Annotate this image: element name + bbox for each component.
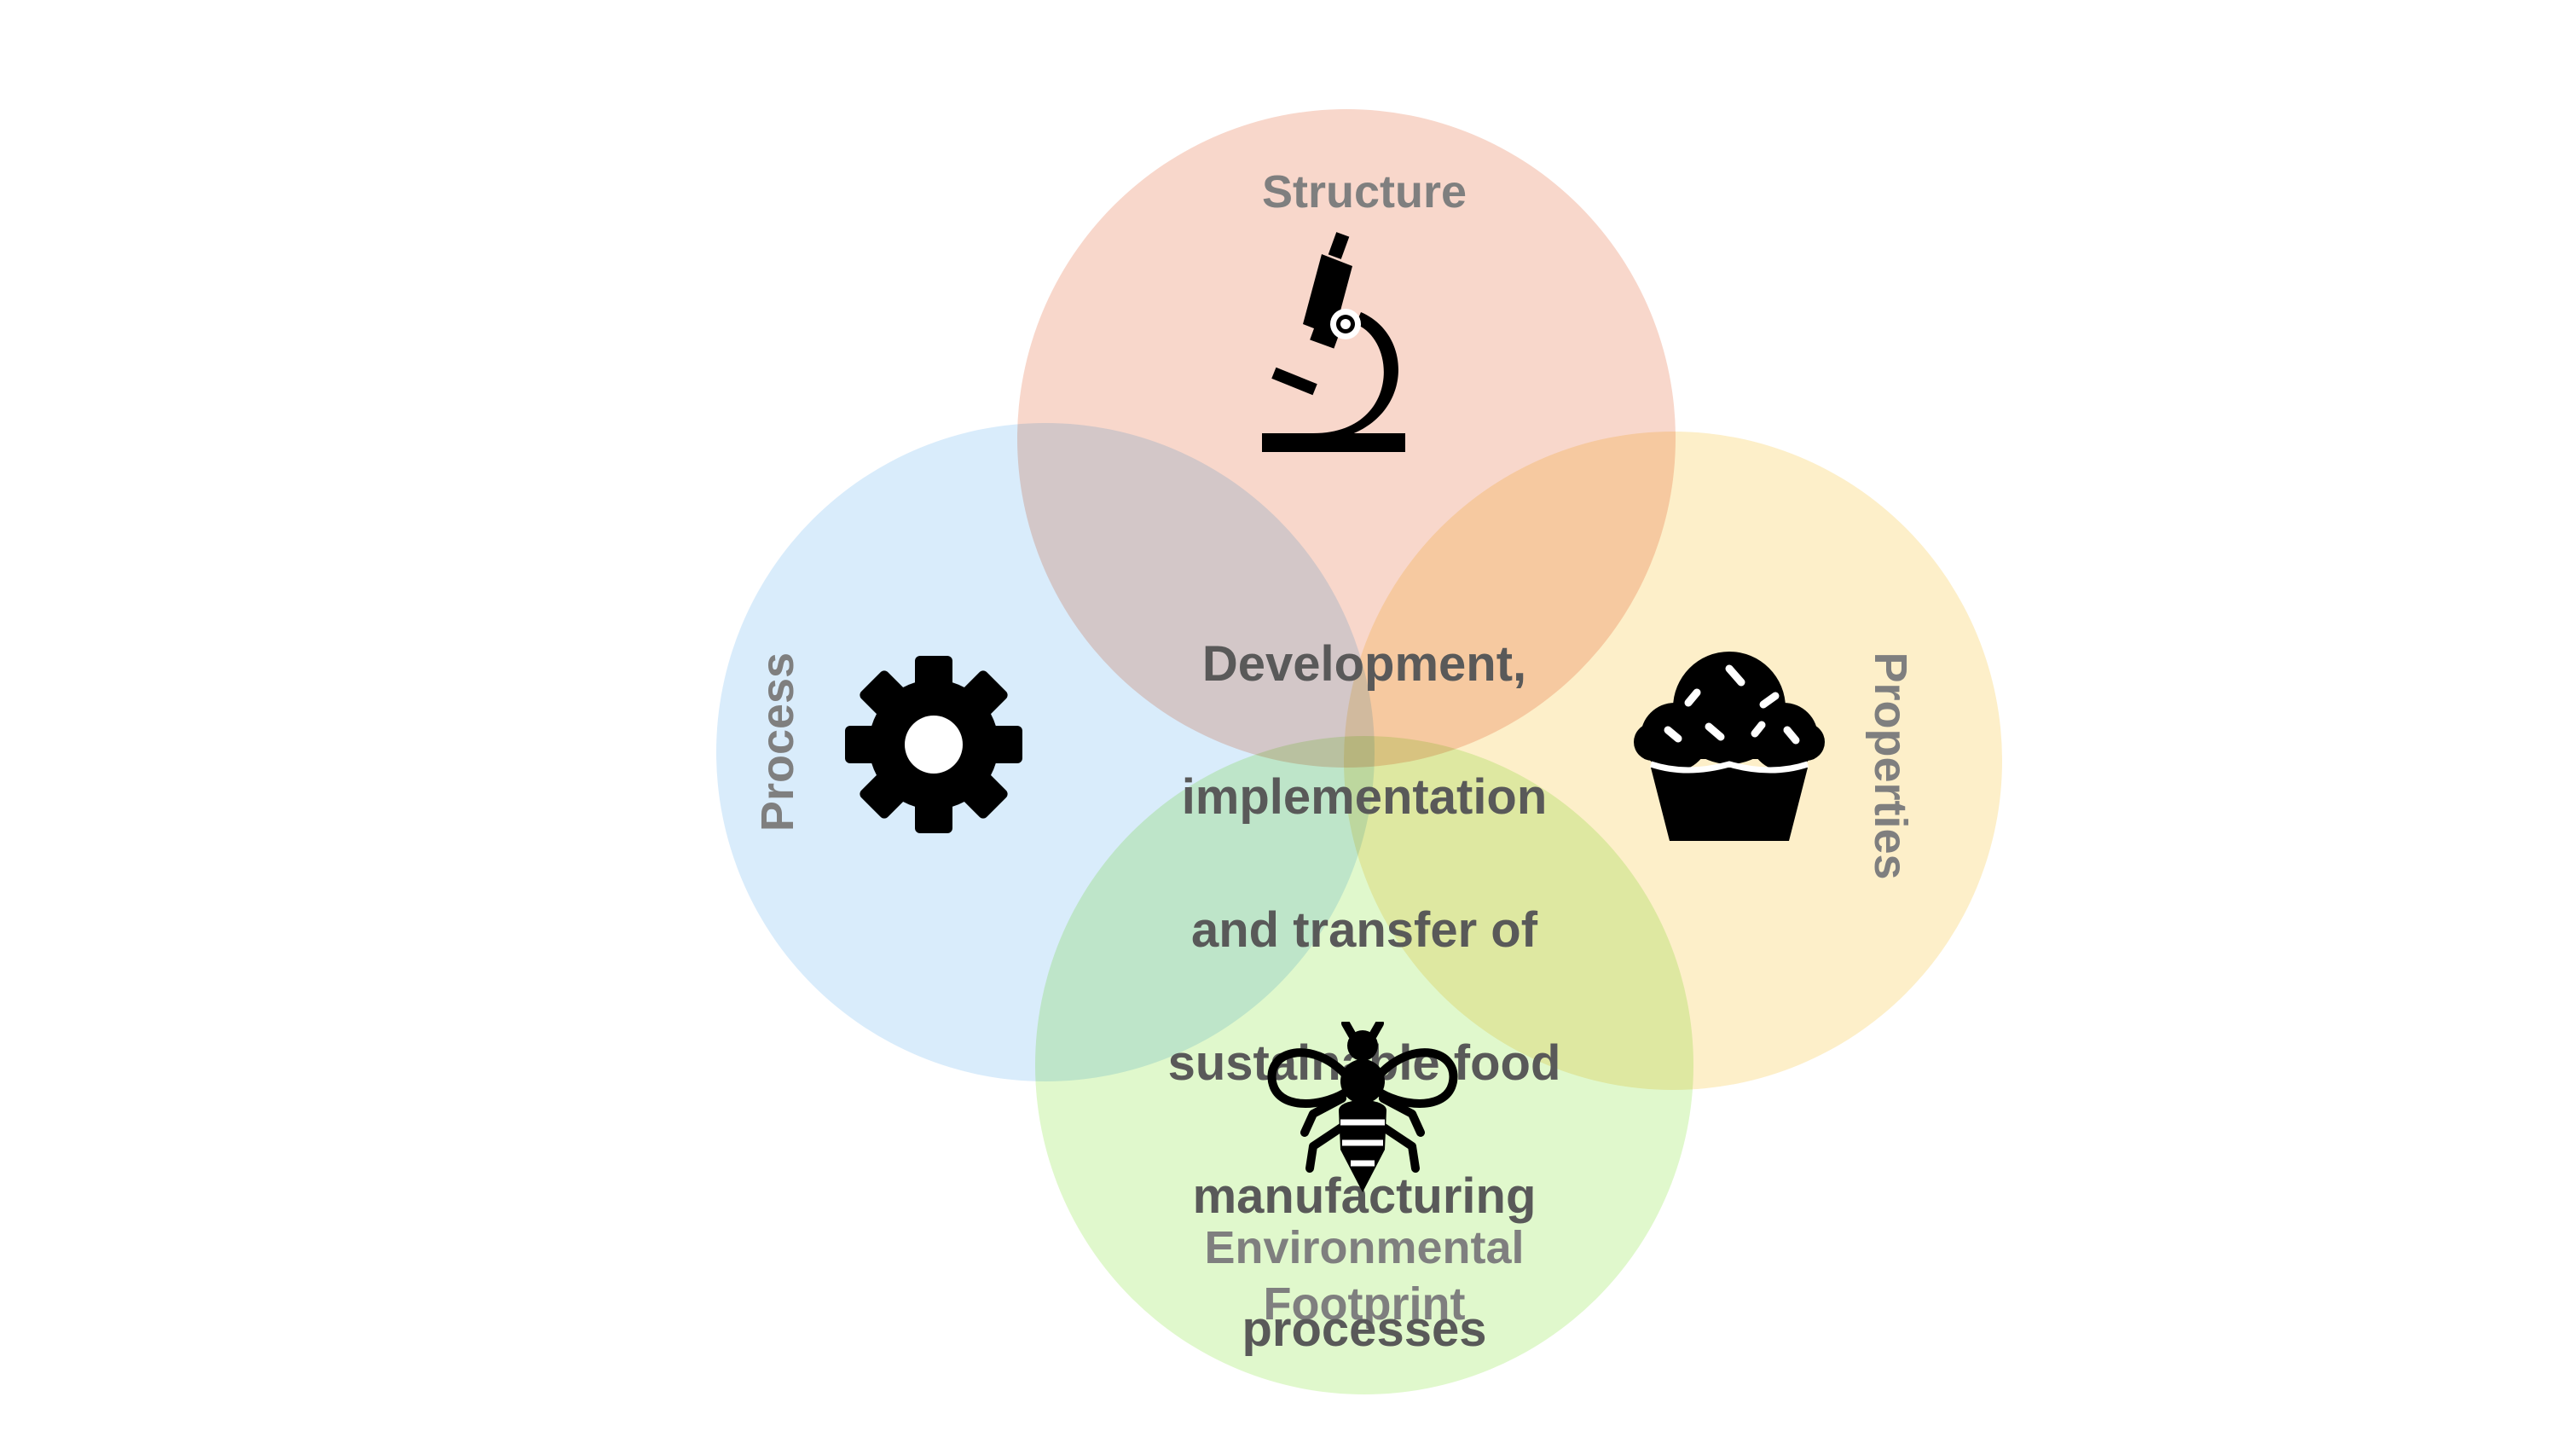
center-statement: Development, implementation and transfer… [1109,565,1620,1429]
bee-icon [1267,1022,1458,1192]
structure-label: Structure [1261,166,1467,217]
center-line-2: implementation [1181,769,1548,825]
center-line-6: processes [1242,1301,1487,1357]
cupcake-icon [1634,652,1825,841]
properties-label: Properties [1865,652,1916,880]
microscope-icon [1262,232,1405,452]
center-line-3: and transfer of [1190,902,1538,958]
environmental-footprint-label: Environmental Footprint [1151,1220,1577,1332]
center-line-1: Development, [1201,636,1527,692]
environmental-label-line2: Footprint [1263,1278,1466,1330]
gear-icon [845,656,1022,833]
process-label: Process [752,652,803,832]
environmental-label-line1: Environmental [1204,1222,1525,1273]
